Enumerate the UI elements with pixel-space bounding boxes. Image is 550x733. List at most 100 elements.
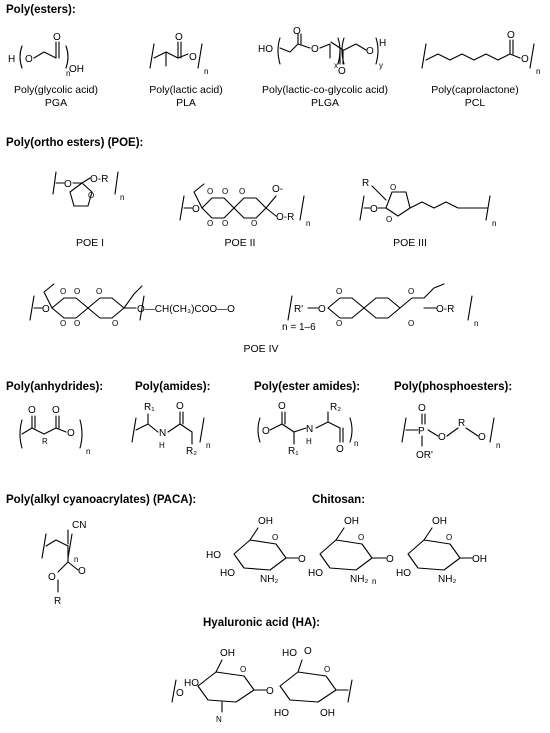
svg-text:O: O <box>338 66 346 77</box>
section-title-phosphoesters: Poly(phosphoesters): <box>394 381 513 393</box>
ester-amide-structure: O O R₁ N H R₂ O n <box>257 401 358 457</box>
svg-text:n: n <box>120 193 124 202</box>
svg-text:R: R <box>458 418 465 429</box>
svg-text:O: O <box>272 533 278 542</box>
svg-text:O-R: O-R <box>90 174 108 185</box>
svg-text:O: O <box>42 304 50 315</box>
svg-text:O: O <box>192 204 200 215</box>
svg-text:n: n <box>204 67 208 76</box>
svg-text:n: n <box>354 439 358 448</box>
hyaluronic-acid-structure: O OH O HO N O HO O O OH HO <box>171 646 353 724</box>
svg-text:O: O <box>207 219 213 228</box>
svg-text:O: O <box>318 304 326 315</box>
anhydride-structure: O R O O n <box>19 405 90 456</box>
svg-text:O-: O- <box>272 184 283 195</box>
svg-text:O: O <box>370 204 378 215</box>
svg-text:O: O <box>311 44 319 55</box>
svg-text:n: n <box>536 67 540 76</box>
poe-iv-structure: O O O O O O O O—CH(CH₃)COO—O R' O O O O … <box>29 283 478 333</box>
poe-i-label: POE I <box>75 237 104 249</box>
svg-text:O: O <box>446 533 452 542</box>
svg-text:O: O <box>478 432 486 443</box>
phosphoester-structure: P O OR' O R O n <box>401 403 500 461</box>
svg-text:O: O <box>386 215 392 224</box>
svg-text:O: O <box>521 54 529 65</box>
svg-text:O: O <box>78 566 86 577</box>
svg-text:O: O <box>222 187 228 196</box>
svg-text:O: O <box>25 54 33 65</box>
svg-text:O: O <box>366 46 374 57</box>
svg-text:H: H <box>8 54 15 65</box>
svg-text:n: n <box>492 219 496 228</box>
svg-text:HO: HO <box>274 708 289 719</box>
svg-text:O: O <box>336 444 344 455</box>
svg-text:O: O <box>67 428 75 439</box>
svg-text:O: O <box>240 665 246 674</box>
pga-abbr: PGA <box>44 97 68 109</box>
svg-text:O: O <box>74 319 80 328</box>
pla-name: Poly(lactic acid) <box>149 84 223 96</box>
svg-text:NH₂: NH₂ <box>350 574 368 585</box>
svg-text:OH: OH <box>472 554 487 565</box>
svg-text:O: O <box>64 179 72 190</box>
svg-text:n = 1–6: n = 1–6 <box>282 322 316 333</box>
svg-text:O: O <box>507 30 515 41</box>
svg-text:O: O <box>88 191 94 200</box>
svg-text:R₁: R₁ <box>144 402 155 413</box>
svg-text:y: y <box>379 61 383 70</box>
svg-text:R: R <box>362 178 369 189</box>
section-title-anhydrides: Poly(anhydrides): <box>6 381 104 393</box>
svg-text:O: O <box>266 686 274 697</box>
paca-structure: CN n O O R <box>41 520 86 607</box>
svg-text:O: O <box>176 688 184 699</box>
poe-iii-structure: R O O O n <box>359 178 496 228</box>
svg-text:R: R <box>42 437 48 446</box>
pcl-name: Poly(caprolactone) <box>431 84 519 96</box>
poe-ii-label: POE II <box>224 237 256 249</box>
svg-text:n: n <box>206 441 210 450</box>
pla-abbr: PLA <box>176 97 196 109</box>
svg-text:O: O <box>176 401 184 412</box>
svg-text:R: R <box>54 596 61 607</box>
poe-ii-structure: O O O O O O O O- O-R n <box>179 183 310 228</box>
svg-text:R₂: R₂ <box>330 402 341 413</box>
svg-text:O: O <box>278 401 286 412</box>
svg-text:R₁: R₁ <box>288 446 299 457</box>
svg-text:n: n <box>66 69 70 78</box>
svg-text:NH₂: NH₂ <box>438 574 456 585</box>
svg-text:n: n <box>74 555 78 564</box>
svg-text:R₂: R₂ <box>186 446 197 457</box>
section-title-ha: Hyaluronic acid (HA): <box>203 617 320 629</box>
pga-structure: H O O OH n <box>8 32 84 78</box>
chitosan-structure: HO OH O HO NH₂ O OH O HO NH₂ n O OH O HO… <box>206 516 487 586</box>
svg-text:O: O <box>112 319 118 328</box>
svg-text:O: O <box>298 554 306 565</box>
svg-text:n: n <box>306 219 310 228</box>
pcl-structure: O O n <box>421 30 540 76</box>
svg-text:O-R: O-R <box>436 304 454 315</box>
svg-text:HO: HO <box>220 568 235 579</box>
poe-i-structure: O O-R n O <box>52 171 124 207</box>
svg-text:P: P <box>418 426 425 437</box>
svg-text:O: O <box>60 319 66 328</box>
svg-text:O: O <box>28 405 36 416</box>
svg-text:O: O <box>438 432 446 443</box>
svg-text:O: O <box>336 287 342 296</box>
svg-text:HO: HO <box>282 648 297 659</box>
svg-text:n: n <box>474 319 478 328</box>
svg-text:O: O <box>60 287 66 296</box>
svg-text:OH: OH <box>69 64 84 75</box>
plga-abbr: PLGA <box>310 97 339 109</box>
svg-text:O: O <box>239 187 245 196</box>
svg-text:OH: OH <box>344 516 359 527</box>
svg-text:O: O <box>418 403 426 414</box>
poe-iii-label: POE III <box>393 237 427 249</box>
svg-text:n: n <box>86 447 90 456</box>
svg-text:HO: HO <box>308 568 323 579</box>
svg-text:H: H <box>379 38 386 49</box>
svg-text:OH: OH <box>220 648 235 659</box>
svg-text:OH: OH <box>432 516 447 527</box>
svg-text:R': R' <box>294 304 303 315</box>
svg-text:O: O <box>251 219 257 228</box>
section-title-polyesters: Poly(esters): <box>6 4 76 16</box>
